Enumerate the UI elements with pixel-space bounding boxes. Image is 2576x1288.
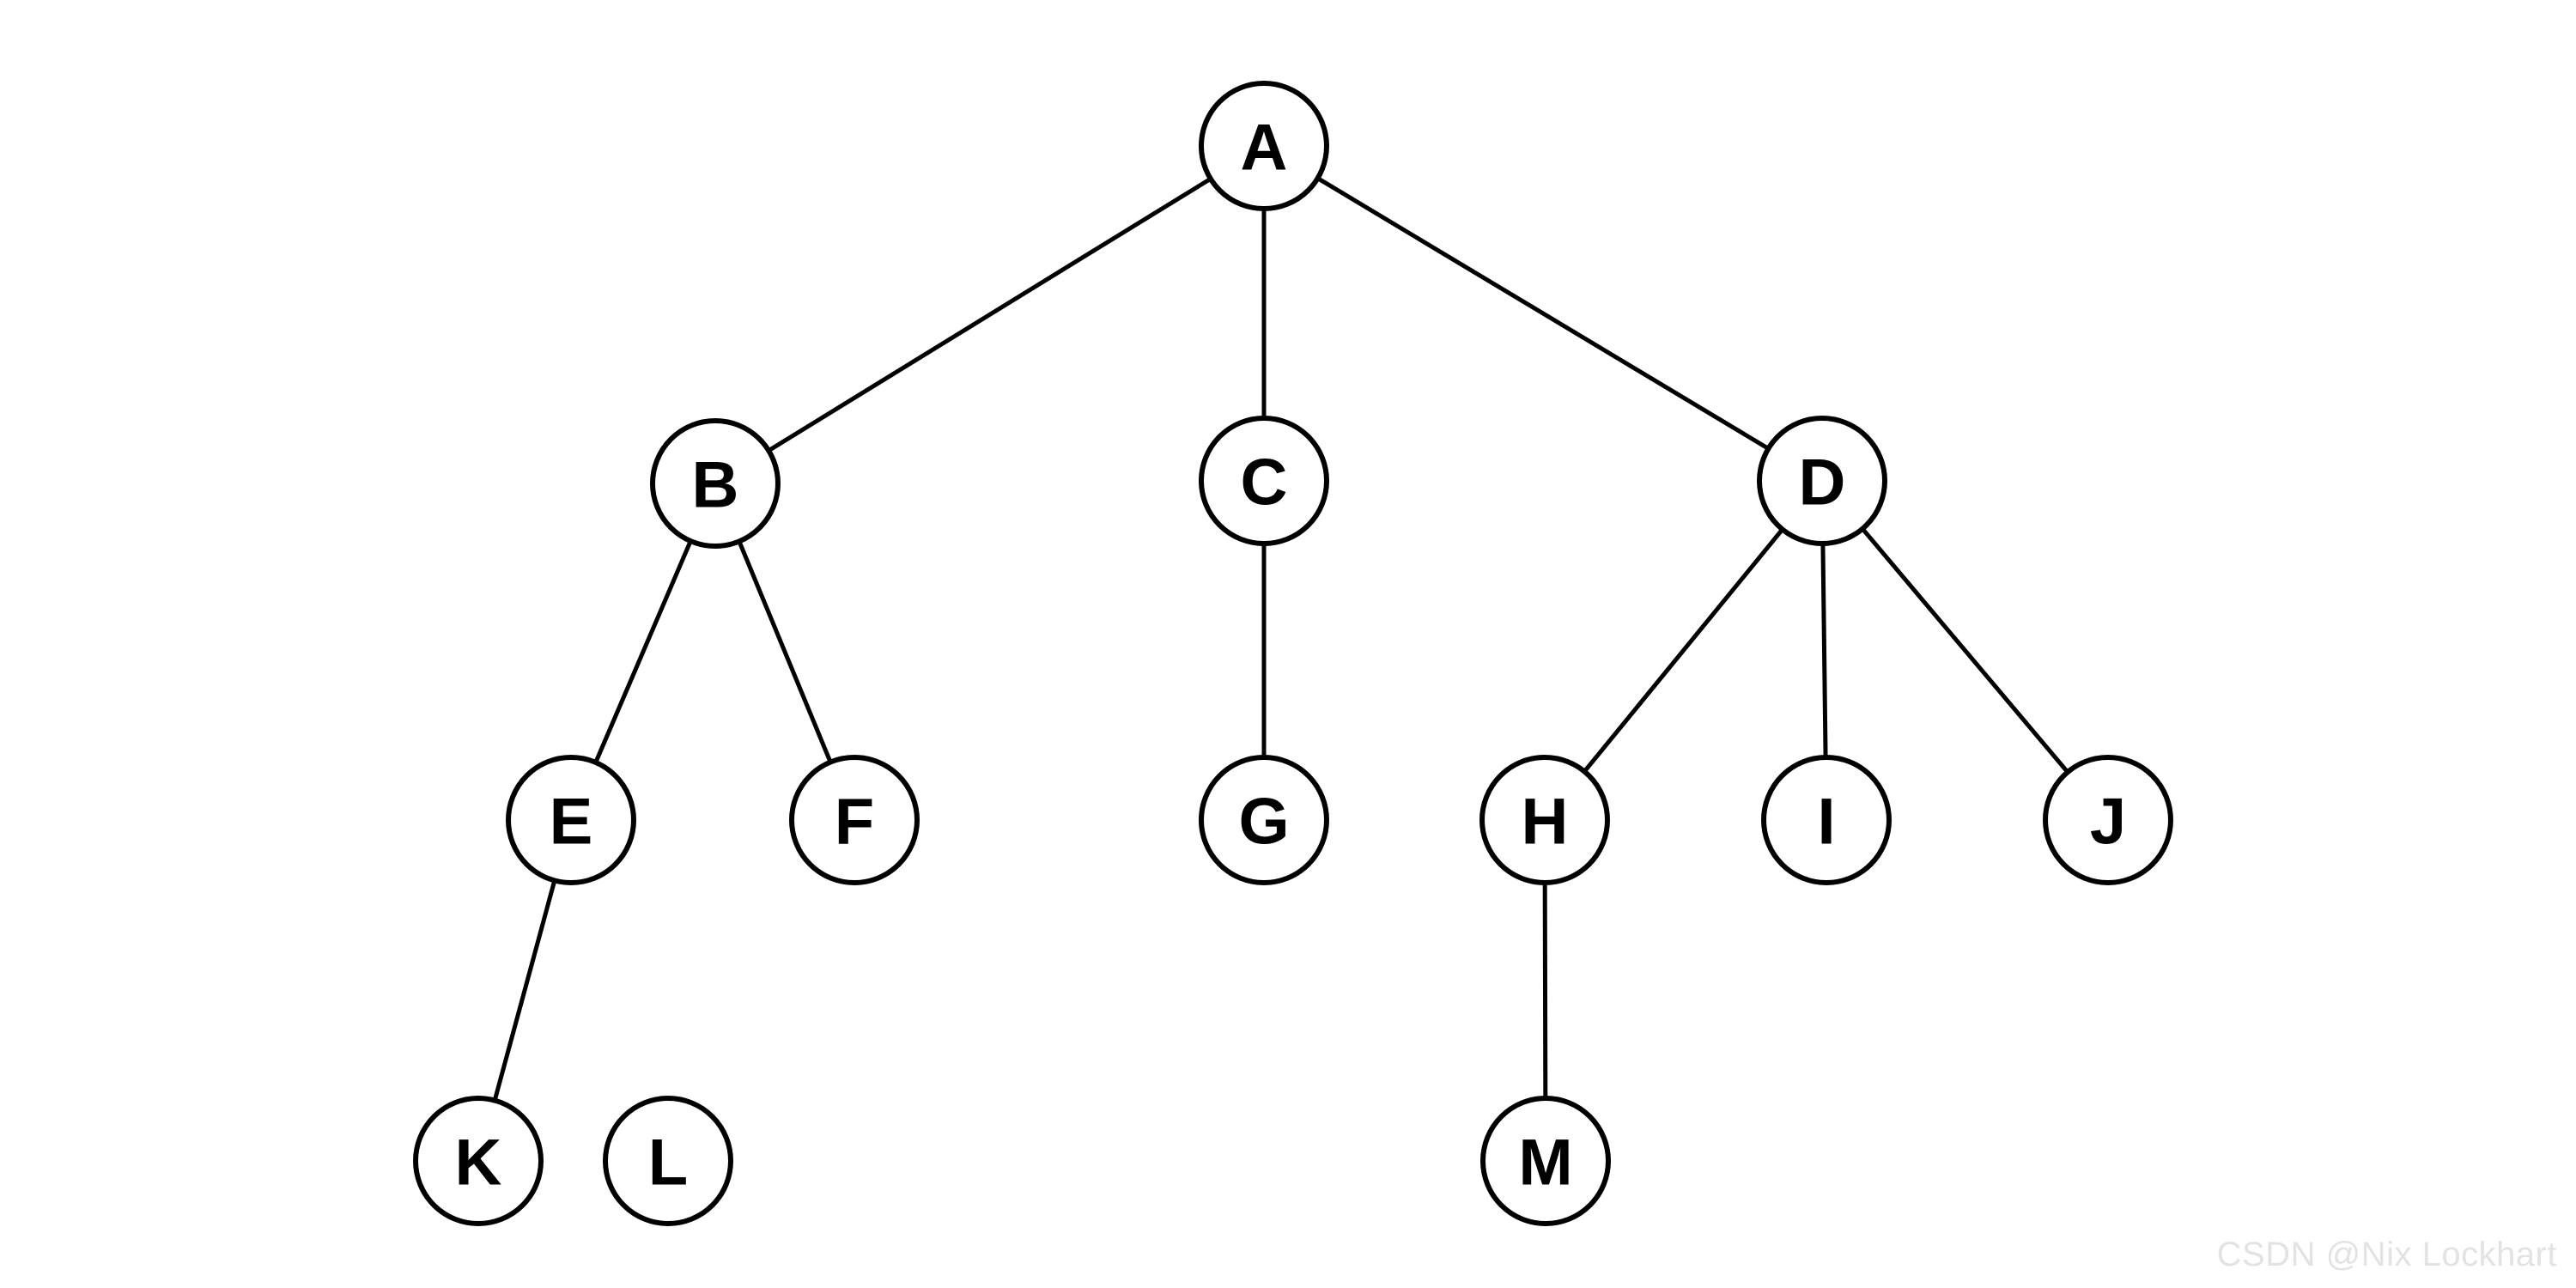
node-circle-c[interactable] [1199,416,1329,546]
tree-node-m[interactable]: M [1480,1096,1611,1226]
node-label-f: F [835,786,874,859]
tree-node-k[interactable]: K [413,1096,544,1226]
node-label-b: B [692,449,739,522]
node-label-m: M [1518,1127,1572,1200]
tree-node-g[interactable]: G [1199,755,1329,885]
tree-edge-h-m [1542,882,1548,1099]
node-label-e: E [550,786,593,859]
node-label-d: D [1799,447,1846,519]
node-circle-g[interactable] [1199,755,1329,885]
node-label-j: J [2090,786,2126,859]
tree-node-j[interactable]: J [2043,755,2173,885]
node-circle-h[interactable] [1479,755,1610,885]
tree-edge-d-i [1820,543,1828,758]
tree-edge-d-j [1861,527,2069,774]
tree-node-c[interactable]: C [1199,416,1329,546]
tree-edge-a-b [767,177,1212,453]
tree-node-i[interactable]: I [1761,755,1892,885]
tree-edge-d-h [1583,527,1784,774]
node-label-k: K [455,1127,502,1200]
tree-node-d[interactable]: D [1757,416,1887,546]
tree-node-f[interactable]: F [789,755,920,885]
node-label-a: A [1241,112,1288,185]
node-circle-a[interactable] [1199,81,1329,211]
tree-edge-b-e [593,540,693,763]
node-label-l: L [648,1127,688,1200]
node-circle-d[interactable] [1757,416,1887,546]
node-label-h: H [1522,786,1569,859]
tree-edge-b-f [737,540,833,763]
tree-node-l[interactable]: L [603,1096,733,1226]
node-label-c: C [1241,447,1288,519]
node-circle-b[interactable] [650,418,781,549]
watermark-label: CSDN @Nix Lockhart [2216,1236,2557,1273]
node-circle-i[interactable] [1761,755,1892,885]
node-circle-j[interactable] [2043,755,2173,885]
node-circle-e[interactable] [506,755,636,885]
tree-node-e[interactable]: E [506,755,636,885]
edges-layer [492,176,2069,1102]
node-label-g: G [1238,786,1289,859]
tree-node-a[interactable]: A [1199,81,1329,211]
tree-node-b[interactable]: B [650,418,781,549]
node-circle-k[interactable] [413,1096,544,1226]
nodes-layer: A B C D E F G H I J K L M [413,81,2173,1226]
node-circle-m[interactable] [1480,1096,1611,1226]
tree-edge-a-d [1316,176,1770,451]
tree-node-h[interactable]: H [1479,755,1610,885]
node-label-i: I [1817,786,1835,859]
node-circle-f[interactable] [789,755,920,885]
tree-edge-e-k [492,879,557,1102]
node-circle-l[interactable] [603,1096,733,1226]
